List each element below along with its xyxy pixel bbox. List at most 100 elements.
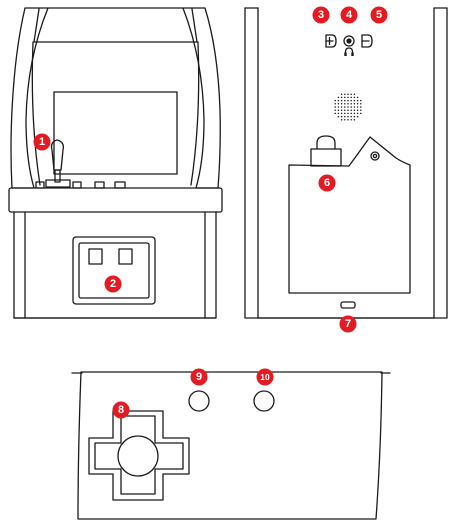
speaker-hole (340, 93, 343, 95)
headphone-jack (343, 35, 355, 56)
speaker-hole (340, 96, 343, 99)
speaker-hole (353, 115, 356, 118)
speaker-hole (344, 109, 346, 111)
cabinet-lower-body (13, 211, 217, 319)
action-button-a (188, 390, 210, 412)
speaker-hole (353, 99, 356, 102)
speaker-hole (337, 109, 340, 111)
speaker-hole (350, 115, 352, 118)
callout-2: 2 (104, 275, 122, 293)
speaker-hole (334, 109, 336, 111)
speaker-hole (347, 103, 349, 105)
speaker-hole (337, 103, 340, 105)
speaker-hole (334, 112, 336, 115)
callout-5: 5 (370, 6, 388, 24)
speaker-hole (340, 106, 343, 108)
callout-label: 3 (318, 9, 324, 21)
speaker-hole (340, 112, 343, 115)
speaker-hole (350, 112, 352, 115)
speaker-hole (347, 109, 349, 111)
action-button-b (253, 390, 275, 412)
speaker-hole (347, 106, 349, 108)
cabinet-left-side (10, 7, 49, 189)
speaker-grille (334, 93, 362, 121)
speaker-hole (344, 99, 346, 102)
speaker-hole (337, 115, 340, 118)
speaker-hole (344, 106, 346, 108)
speaker-hole (350, 106, 352, 108)
speaker-hole (340, 109, 343, 111)
controller-outline (77, 371, 383, 520)
speaker-hole (334, 99, 336, 102)
speaker-hole (356, 109, 359, 111)
d-pad (88, 410, 190, 501)
callout-label: 9 (196, 371, 202, 383)
speaker-hole (353, 109, 356, 111)
callout-label: 10 (260, 372, 270, 382)
speaker-hole (350, 119, 352, 121)
speaker-hole (337, 112, 340, 115)
callout-6: 6 (318, 174, 336, 192)
speaker-hole (340, 119, 343, 121)
callout-label: 8 (118, 404, 124, 416)
speaker-hole (350, 93, 352, 95)
speaker-hole (334, 103, 336, 105)
callout-label: 4 (346, 9, 353, 21)
callout-10: 10 (256, 368, 274, 386)
control-panel (8, 187, 223, 213)
volume-up-button (325, 34, 337, 48)
speaker-hole (356, 106, 359, 108)
panel-button-3 (94, 181, 105, 189)
speaker-hole (360, 99, 362, 102)
speaker-hole (360, 106, 362, 108)
panel-button-2 (72, 181, 82, 189)
callout-8: 8 (112, 401, 130, 419)
speaker-hole (344, 96, 346, 99)
callout-label: 2 (110, 278, 116, 290)
speaker-hole (353, 112, 356, 115)
callout-1: 1 (33, 133, 51, 151)
coin-door (72, 236, 156, 305)
cabinet-back-panel (244, 7, 448, 319)
panel-button-4 (114, 181, 126, 189)
speaker-hole (350, 103, 352, 105)
speaker-hole (344, 119, 346, 121)
speaker-hole (356, 96, 359, 99)
speaker-hole (356, 112, 359, 115)
speaker-hole (347, 115, 349, 118)
callout-label: 7 (345, 318, 351, 330)
speaker-hole (347, 96, 349, 99)
speaker-hole (360, 109, 362, 111)
charging-port (340, 301, 356, 309)
speaker-hole (344, 112, 346, 115)
speaker-hole (360, 112, 362, 115)
callout-label: 6 (324, 177, 330, 189)
speaker-hole (356, 99, 359, 102)
speaker-hole (347, 93, 349, 95)
speaker-hole (340, 103, 343, 105)
joystick (45, 139, 71, 188)
speaker-hole (353, 106, 356, 108)
speaker-hole (337, 99, 340, 102)
callout-label: 1 (39, 136, 45, 148)
callout-3: 3 (312, 6, 330, 24)
speaker-hole (347, 119, 349, 121)
speaker-hole (337, 106, 340, 108)
battery-compartment (288, 135, 411, 294)
speaker-hole (353, 93, 356, 95)
cabinet-right-side (182, 7, 221, 189)
speaker-hole (344, 115, 346, 118)
battery-compartment-latch (310, 148, 342, 167)
speaker-hole (337, 96, 340, 99)
callout-label: 5 (376, 9, 382, 21)
speaker-hole (347, 99, 349, 102)
speaker-hole (356, 103, 359, 105)
volume-down-button (361, 34, 373, 48)
speaker-hole (353, 96, 356, 99)
speaker-hole (353, 119, 356, 121)
speaker-hole (340, 115, 343, 118)
speaker-hole (360, 103, 362, 105)
speaker-hole (350, 99, 352, 102)
cabinet-screen (53, 91, 178, 175)
